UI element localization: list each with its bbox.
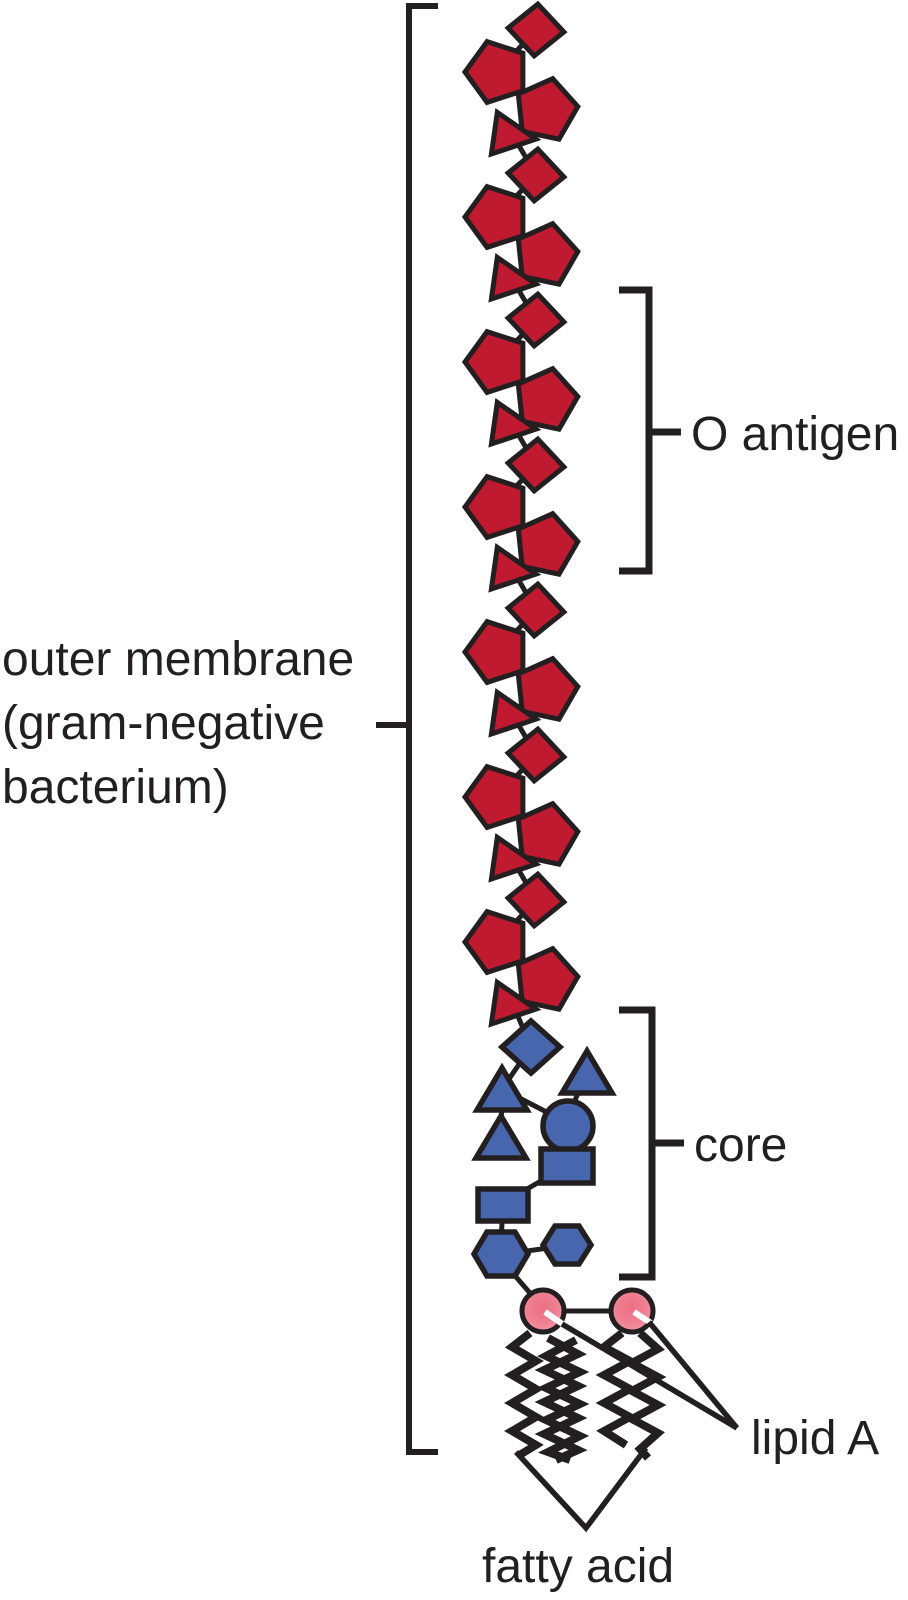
- lipid-a-sugar-right: [608, 1287, 656, 1335]
- core-hexagon-2: [539, 1223, 595, 1267]
- o-antigen-triangle-6-4: [488, 833, 542, 883]
- o-antigen-pentagon-3-2: [461, 328, 526, 396]
- o-antigen-pentagon-7-3: [515, 945, 581, 1013]
- o-antigen-triangle-2-4: [488, 253, 542, 303]
- o-antigen-triangle-5-4: [488, 688, 542, 738]
- o-antigen-label: O antigen: [691, 408, 900, 461]
- core-triangle-2: [557, 1045, 617, 1096]
- o-antigen-triangle-7-4: [488, 978, 542, 1028]
- outer-membrane-label-line3: bacterium): [2, 761, 229, 814]
- o-antigen-pentagon-4-3: [515, 510, 581, 578]
- outer-membrane-bracket: [406, 3, 438, 1455]
- core-rectangle-2: [475, 1186, 531, 1224]
- o-antigen-pentagon-7-2: [461, 908, 526, 976]
- outer-membrane-label-line1: outer membrane: [2, 633, 355, 686]
- core-circle: [540, 1098, 596, 1154]
- o-antigen-pentagon-5-3: [515, 655, 581, 723]
- brackets: [376, 3, 684, 1455]
- o-antigen-diamond-7-1: [504, 870, 568, 930]
- outer-membrane-label-line2: (gram-negative: [2, 697, 325, 750]
- lipid-a-sugar-left: [519, 1287, 567, 1335]
- core-triangle-1: [472, 1062, 532, 1113]
- o-antigen-triangle-1-4: [488, 108, 542, 158]
- o-antigen-pentagon-1-2: [461, 38, 526, 106]
- lipid-a-leader-right: [646, 1320, 740, 1430]
- o-antigen-triangle-3-4: [488, 398, 542, 448]
- core-chain: [470, 1017, 617, 1279]
- core-label: core: [694, 1119, 788, 1172]
- o-antigen-pentagon-5-2: [461, 618, 526, 686]
- o-antigen-pentagon-2-3: [515, 220, 581, 288]
- o-antigen-pentagon-1-3: [515, 75, 581, 143]
- pointers: [513, 1320, 740, 1533]
- core-bracket: [619, 1006, 656, 1281]
- o-antigen-diamond-5-1: [504, 580, 568, 640]
- o-antigen-diamond-2-1: [504, 145, 568, 205]
- o-antigen-chain: [461, 0, 581, 1028]
- core-diamond: [497, 1017, 565, 1077]
- o-antigen-pentagon-6-2: [461, 763, 526, 831]
- o-antigen-diamond-4-1: [504, 435, 568, 495]
- o-antigen-diamond-3-1: [504, 290, 568, 350]
- o-antigen-pentagon-6-3: [515, 800, 581, 868]
- fatty-acid-chain: [623, 1330, 667, 1461]
- leader-highlight: [543, 1309, 566, 1328]
- fatty-acid-chains: [504, 1329, 667, 1464]
- core-triangle-3: [471, 1110, 531, 1161]
- o-antigen-diamond-6-1: [504, 725, 568, 785]
- o-antigen-bracket: [619, 286, 653, 575]
- fatty-acid-chain: [504, 1329, 544, 1460]
- o-antigen-pentagon-3-3: [515, 365, 581, 433]
- o-antigen-pentagon-2-2: [461, 183, 526, 251]
- o-antigen-triangle-4-4: [488, 543, 542, 593]
- lipid-a-label: lipid A: [751, 1412, 880, 1465]
- leader-highlight: [632, 1309, 653, 1326]
- o-antigen-pentagon-4-2: [461, 473, 526, 541]
- lipid-a-leader-left: [560, 1321, 739, 1431]
- fatty-acid-chain: [536, 1336, 590, 1464]
- fatty-acid-pointer-v: [513, 1446, 649, 1533]
- o-antigen-diamond-1-1: [504, 0, 568, 60]
- outer-membrane-label: outer membrane (gram-negative bacterium): [2, 628, 354, 820]
- core-hexagon-1: [470, 1229, 532, 1279]
- core-rectangle-1: [538, 1146, 596, 1186]
- fatty-acid-label: fatty acid: [482, 1540, 675, 1593]
- lipid-a: [519, 1287, 656, 1335]
